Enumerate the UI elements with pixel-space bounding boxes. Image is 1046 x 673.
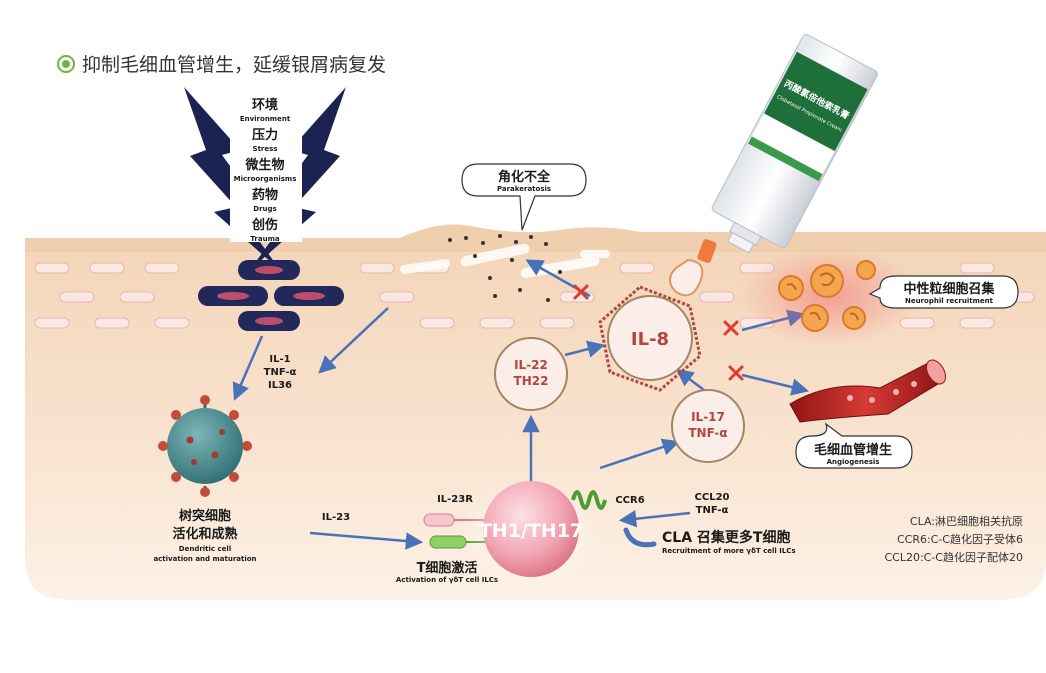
block-x-icon xyxy=(723,320,739,336)
tcell-label: T细胞激活 xyxy=(417,560,478,576)
ccr6-receptor-icon xyxy=(571,490,607,510)
il22-node: IL-22 TH22 xyxy=(494,337,568,411)
cla-label: CLA 召集更多T细胞 xyxy=(662,529,790,546)
cytokines-left: IL-1 TNF-α IL36 xyxy=(264,354,297,391)
trigger-en: Microorganisms xyxy=(234,175,297,183)
legend-item: CCR6:C-C趋化因子受体6 xyxy=(897,532,1023,546)
dendritic-sublabel-2: activation and maturation xyxy=(153,555,256,563)
il22-label: IL-22 xyxy=(514,358,548,372)
trigger-en: Stress xyxy=(253,145,278,153)
pathway-arrows xyxy=(232,259,810,550)
arrow-il17-to-il8 xyxy=(675,368,705,391)
epidermis-top xyxy=(25,224,1046,252)
neutrophil-sublabel: Neurophil recruitment xyxy=(905,297,994,305)
trigger-cn: 药物 xyxy=(252,187,278,203)
il23-label: IL-23 xyxy=(322,512,350,523)
ccl20-labels: CCL20 TNF-α xyxy=(695,492,730,516)
th-label: TH1/TH17 xyxy=(479,520,583,542)
tcell-activation-labels: T细胞激活 Activation of γδT cell ILCs xyxy=(396,560,498,584)
arrow-il22-to-il8 xyxy=(564,340,606,358)
trigger-cn: 创伤 xyxy=(251,217,278,233)
parakeratosis-sublabel: Parakeratosis xyxy=(497,185,551,193)
neutrophil-cells xyxy=(778,260,876,332)
parakeratosis-callout: 角化不全 Parakeratosis xyxy=(461,163,587,231)
ccl20-label: CCL20 xyxy=(695,492,730,503)
angiogenesis-sublabel: Angiogenesis xyxy=(827,458,880,466)
block-x-icon xyxy=(728,365,744,381)
blood-vessel-icon xyxy=(789,359,946,423)
parakeratosis-label: 角化不全 xyxy=(498,169,551,185)
trigger-en: Trauma xyxy=(250,235,279,243)
dendritic-labels: 树突细胞 活化和成熟 Dendritic cell activation and… xyxy=(153,508,256,563)
trigger-cn: 微生物 xyxy=(244,157,284,173)
cream-drop-icon xyxy=(669,239,717,297)
legend-item: CLA:淋巴细胞相关抗原 xyxy=(910,514,1023,528)
il23r-label: IL-23R xyxy=(437,494,473,505)
cytokine-label: TNF-α xyxy=(264,367,297,378)
trigger-cn: 环境 xyxy=(252,97,278,113)
page-heading: 抑制毛细血管增生，延缓银屑病复发 xyxy=(82,54,386,76)
th22-label: TH22 xyxy=(514,374,549,388)
trigger-en: Drugs xyxy=(253,205,276,213)
arrow-keratinocyte-to-dc-2 xyxy=(318,307,389,374)
dendritic-cell-icon xyxy=(158,395,252,497)
tnf-label: TNF-α xyxy=(688,426,727,440)
cla-sublabel: Recruitment of more γδT cell ILCs xyxy=(662,547,796,555)
cytokine-label: IL36 xyxy=(268,380,292,391)
neutrophil-nuclei xyxy=(786,272,859,321)
ccr6-label: CCR6 xyxy=(615,495,644,506)
arrow-il23 xyxy=(309,531,424,550)
cream-tube-icon: 丙酸氯倍他索乳膏 Clobetasol Propionate Cream xyxy=(711,34,878,254)
dendritic-label-1: 树突细胞 xyxy=(179,508,231,524)
abbreviation-legend: CLA:淋巴细胞相关抗原 CCR6:C-C趋化因子受体6 CCL20:C-C趋化… xyxy=(884,514,1023,564)
dendritic-label-2: 活化和成熟 xyxy=(172,526,237,542)
trigger-cn: 压力 xyxy=(252,127,278,143)
trigger-list: 环境 Environment 压力 Stress 微生物 Microorgani… xyxy=(234,97,297,243)
cla-receptor-icon xyxy=(623,527,657,548)
arrow-th-to-il17 xyxy=(599,438,680,470)
angiogenesis-label: 毛细血管增生 xyxy=(814,442,892,458)
il8-label: IL-8 xyxy=(631,329,669,350)
dendritic-sublabel-1: Dendritic cell xyxy=(179,545,231,553)
il17-node: IL-17 TNF-α xyxy=(671,389,745,463)
th-cell xyxy=(483,481,579,577)
trigger-en: Environment xyxy=(240,115,291,123)
legend-item: CCL20:C-C趋化因子配体20 xyxy=(884,550,1023,564)
neutrophil-label: 中性粒细胞召集 xyxy=(903,281,995,297)
damaged-keratinocytes xyxy=(198,260,344,331)
arrow-keratinocyte-to-dc xyxy=(232,335,264,401)
cytokine-label: IL-1 xyxy=(269,354,290,365)
ccl20-tnf-label: TNF-α xyxy=(696,505,729,516)
block-x-icon xyxy=(573,284,589,300)
trigger-panel xyxy=(230,92,302,242)
heading-bullet-inner xyxy=(62,60,70,68)
neutrophil-callout: 中性粒细胞召集 Neurophil recruitment xyxy=(868,275,1019,309)
heading-bullet-icon xyxy=(57,55,75,73)
angiogenesis-callout: 毛细血管增生 Angiogenesis xyxy=(795,422,913,469)
arrow-to-angiogenesis xyxy=(741,373,810,396)
parakeratosis-dots xyxy=(448,234,562,302)
il17-label: IL-17 xyxy=(691,410,725,424)
arrow-ccl20 xyxy=(618,510,691,528)
il8-node: IL-8 xyxy=(598,285,702,392)
block-marks xyxy=(573,284,744,381)
cla-labels: CLA 召集更多T细胞 Recruitment of more γδT cell… xyxy=(662,529,796,555)
tcell-sublabel: Activation of γδT cell ILCs xyxy=(396,576,498,584)
